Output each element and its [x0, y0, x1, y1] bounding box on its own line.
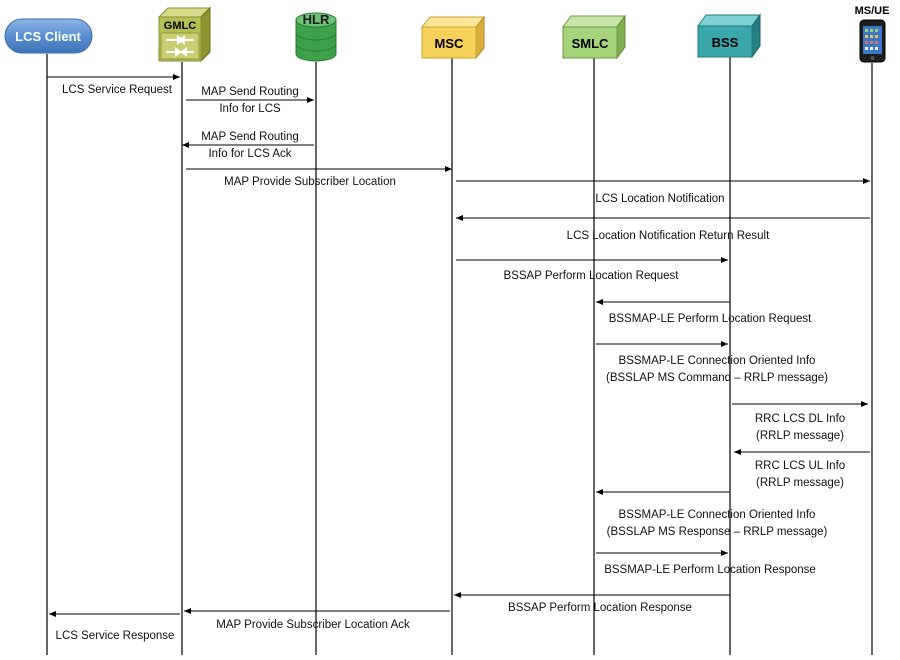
message-label: BSSMAP-LE Perform Location Response: [604, 564, 816, 576]
participant-ms-ue: MS/UE: [855, 5, 890, 63]
participant-hlr: HLR: [295, 12, 337, 62]
message-label: RRC LCS DL Info: [755, 413, 845, 425]
message-label: Info for LCS Ack: [208, 148, 291, 160]
message-label: MAP Provide Subscriber Location Ack: [216, 619, 410, 631]
bss-cube-icon: [697, 13, 761, 59]
message-label: BSSMAP-LE Connection Oriented Info: [619, 355, 816, 367]
participant-bss: BSS: [697, 13, 761, 59]
message-label: BSSAP Perform Location Response: [508, 602, 692, 614]
message-label: LCS Location Notification Return Result: [567, 230, 770, 242]
smlc-cube-icon: [562, 14, 626, 60]
message-4: MAP Provide Subscriber Location: [186, 166, 870, 188]
message-label: (RRLP message): [756, 477, 844, 489]
mobile-phone-icon: [859, 19, 886, 63]
participant-lcs-client: LCS Client: [4, 18, 93, 54]
participant-label-smlc: SMLC: [572, 36, 609, 51]
message-label: RRC LCS UL Info: [755, 460, 845, 472]
message-8: BSSMAP-LE Perform Location Request: [596, 313, 812, 347]
message-label: LCS Service Request: [62, 84, 173, 96]
message-label: BSSAP Perform Location Request: [504, 270, 680, 282]
message-16: LCS Service Response: [56, 630, 175, 642]
message-9: BSSMAP-LE Connection Oriented Info (BSSLA…: [606, 355, 868, 407]
message-1: LCS Service Request: [47, 74, 180, 96]
message-15: MAP Provide Subscriber Location Ack: [49, 611, 410, 631]
message-5: LCS Location Notification: [456, 193, 870, 221]
message-label: (BSSLAP MS Command – RRLP message): [606, 372, 828, 384]
message-label: BSSMAP-LE Connection Oriented Info: [619, 509, 816, 521]
message-11: RRC LCS UL Info (RRLP message): [596, 460, 845, 495]
message-label: Info for LCS: [219, 103, 281, 115]
message-14: BSSAP Perform Location Response: [184, 602, 692, 614]
message-label: (RRLP message): [756, 430, 844, 442]
participant-label-bss: BSS: [712, 35, 739, 50]
participant-label-lcs-client: LCS Client: [15, 29, 81, 44]
message-label: BSSMAP-LE Perform Location Request: [609, 313, 812, 325]
message-13: BSSMAP-LE Perform Location Response: [454, 564, 816, 598]
message-label: (BSSLAP MS Response – RRLP message): [607, 526, 828, 538]
message-label: MAP Provide Subscriber Location: [224, 176, 396, 188]
participant-msc: MSC: [420, 15, 486, 60]
database-cylinder-icon: [295, 12, 337, 62]
message-12: BSSMAP-LE Connection Oriented Info (BSSLA…: [596, 509, 828, 556]
message-10: RRC LCS DL Info (RRLP message): [734, 413, 870, 455]
participant-label-gmlc: GMLC: [164, 20, 196, 32]
message-label: MAP Send Routing: [201, 86, 299, 98]
message-label: LCS Location Notification: [595, 193, 724, 205]
message-label: MAP Send Routing: [201, 131, 299, 143]
participant-label-msc: MSC: [435, 36, 465, 51]
participant-smlc: SMLC: [562, 14, 626, 60]
participant-label-ms-ue: MS/UE: [855, 5, 890, 17]
message-6: LCS Location Notification Return Result: [456, 230, 770, 263]
participant-label-hlr: HLR: [303, 12, 330, 27]
lcs-client-pill: [4, 18, 93, 54]
participant-gmlc: GMLC: [157, 6, 212, 63]
router-cube-icon: [157, 6, 212, 63]
lifelines: [46, 54, 873, 655]
msc-cube-icon: [420, 15, 486, 60]
message-7: BSSAP Perform Location Request: [504, 270, 730, 305]
message-label: LCS Service Response: [56, 630, 175, 642]
